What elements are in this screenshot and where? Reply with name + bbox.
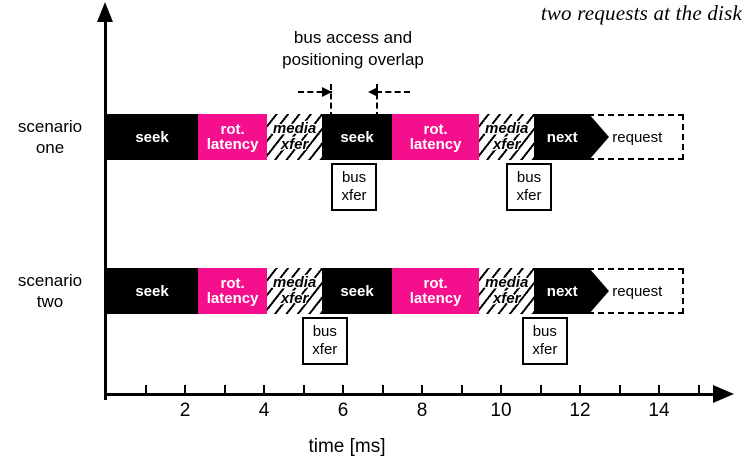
pending-request-box[interactable]: request (588, 268, 684, 314)
x-axis-tick (618, 385, 621, 394)
x-axis-tick-label: 12 (569, 400, 591, 421)
x-axis-tick (342, 385, 344, 394)
pending-request-box[interactable]: request (588, 114, 684, 160)
x-axis-tick (302, 385, 305, 394)
segment-label: seek (135, 282, 169, 300)
y-axis-arrowhead-icon (97, 2, 113, 22)
segment-next[interactable]: next (534, 114, 591, 160)
x-axis-tick (460, 385, 463, 394)
bus-xfer-box[interactable]: bus xfer (506, 163, 552, 211)
x-axis-tick (263, 385, 265, 394)
segment-media-xfer[interactable]: media xfer (479, 114, 535, 160)
segment-seek[interactable]: seek (322, 268, 392, 314)
segment-label: media xfer (485, 120, 529, 153)
x-axis-tick (500, 385, 502, 394)
overlap-measure-line-right (376, 91, 410, 93)
x-axis-tick-label: 10 (490, 400, 512, 421)
overlap-arrow-left-icon (368, 87, 378, 97)
overlap-arrow-right-icon (322, 87, 332, 97)
segment-media-xfer[interactable]: media xfer (267, 268, 323, 314)
x-axis-tick (223, 385, 226, 394)
x-axis-tick (381, 385, 384, 394)
segment-label: seek (340, 128, 374, 146)
segment-label: seek (340, 282, 374, 300)
y-axis-line (104, 18, 107, 400)
timeline-bar: seek rot. latency media xfer seek rot. laten… (0, 268, 744, 314)
x-axis-tick-label: 8 (416, 400, 428, 421)
segment-label: rot. latency (409, 121, 462, 153)
diagram-title: two requests at the disk (540, 1, 742, 25)
overlap-measure-line-left (298, 91, 332, 93)
pending-request-label: request (612, 282, 663, 300)
bus-xfer-box[interactable]: bus xfer (331, 163, 377, 211)
segment-label: seek (135, 128, 169, 146)
segment-label: rot. latency (206, 121, 259, 153)
x-axis-tick (539, 385, 542, 394)
segment-rot-latency[interactable]: rot. latency (198, 268, 268, 314)
segment-label: next (546, 128, 578, 146)
x-axis-tick-label: 14 (648, 400, 670, 421)
segment-label: media xfer (272, 274, 317, 307)
x-axis-tick (144, 385, 147, 394)
segment-rot-latency[interactable]: rot. latency (391, 268, 480, 314)
next-request-arrow-icon (589, 268, 610, 314)
timeline-bar: seek rot. latency media xfer seek rot. laten… (0, 114, 744, 160)
segment-label: media xfer (485, 274, 529, 307)
x-axis-arrowhead-icon (713, 385, 734, 403)
segment-seek[interactable]: seek (106, 114, 199, 160)
overlap-guide-line-right (376, 84, 378, 118)
segment-seek[interactable]: seek (322, 114, 392, 160)
x-axis-title: time [ms] (0, 436, 744, 458)
bus-xfer-box[interactable]: bus xfer (521, 317, 568, 365)
x-axis-line (104, 393, 717, 396)
segment-next[interactable]: next (534, 268, 591, 314)
x-axis-tick (697, 385, 700, 394)
x-axis-tick (421, 385, 423, 394)
segment-rot-latency[interactable]: rot. latency (198, 114, 268, 160)
x-axis-title-text: time [ms] (308, 436, 386, 457)
x-axis-tick (579, 385, 581, 394)
segment-media-xfer[interactable]: media xfer (479, 268, 535, 314)
segment-label: media xfer (272, 120, 317, 153)
overlap-guide-line-left (330, 84, 332, 118)
x-axis-tick (658, 385, 660, 394)
x-axis-tick-label: 2 (179, 400, 191, 421)
x-axis-tick-label: 4 (258, 400, 270, 421)
segment-seek[interactable]: seek (106, 268, 199, 314)
scenario-row-label: scenario one (17, 117, 83, 157)
overlap-annotation-label: bus access and positioning overlap (282, 28, 424, 69)
x-axis-tick-label: 6 (337, 400, 349, 421)
bus-xfer-box[interactable]: bus xfer (301, 317, 348, 365)
pending-request-label: request (612, 128, 663, 146)
x-axis-tick (184, 385, 186, 394)
segment-label: next (546, 282, 578, 300)
segment-rot-latency[interactable]: rot. latency (391, 114, 480, 160)
scenario-row-label: scenario two (17, 271, 83, 311)
segment-media-xfer[interactable]: media xfer (267, 114, 323, 160)
segment-label: rot. latency (206, 275, 259, 307)
segment-label: rot. latency (409, 275, 462, 307)
next-request-arrow-icon (589, 114, 610, 160)
